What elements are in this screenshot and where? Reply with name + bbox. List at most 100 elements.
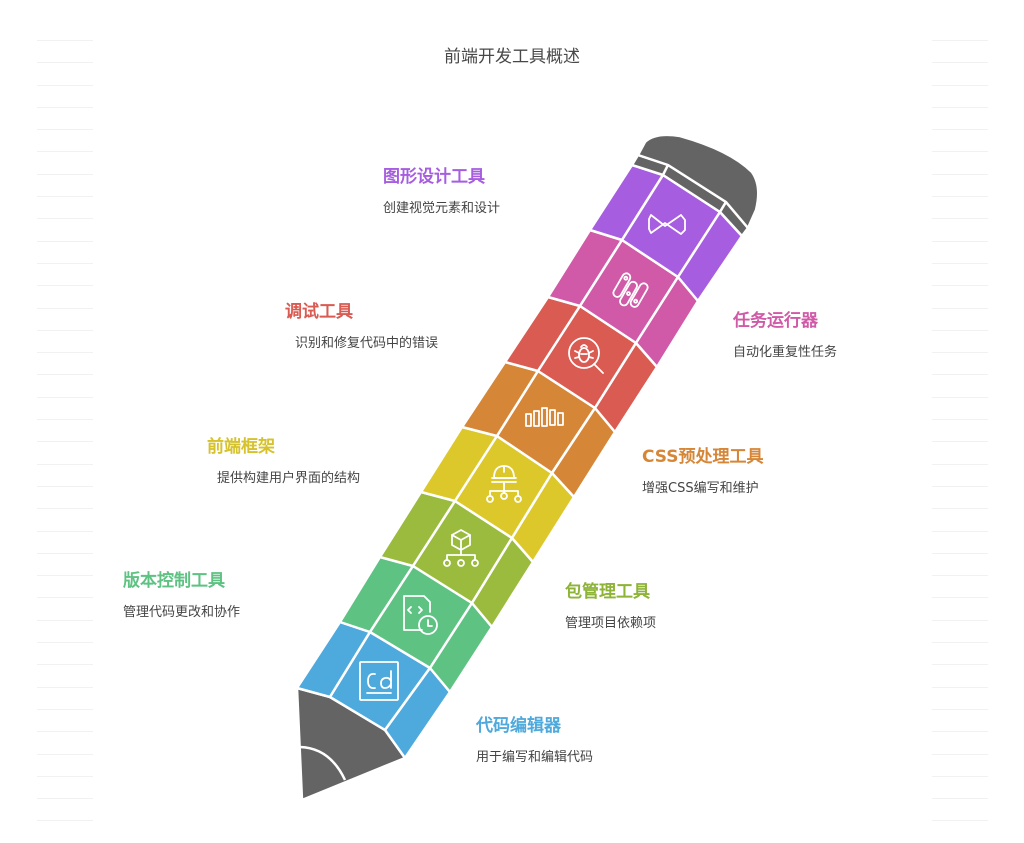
- gutter-line: [932, 419, 988, 421]
- gutter-line: [37, 374, 93, 376]
- segment-code-editor[interactable]: [295, 620, 452, 760]
- label-desc: 识别和修复代码中的错误: [295, 336, 439, 351]
- gutter-line: [932, 262, 988, 264]
- gutter-line: [932, 552, 988, 554]
- gutter-line: [37, 552, 93, 554]
- gutter-line: [932, 151, 988, 153]
- gutter-line: [932, 374, 988, 376]
- gutter-line: [932, 485, 988, 487]
- cd-editor-icon: [359, 661, 399, 701]
- label-desc: 用于编写和编辑代码: [476, 750, 594, 765]
- gutter-line: [37, 530, 93, 532]
- gutter-line: [37, 62, 93, 64]
- gutter-line: [37, 753, 93, 755]
- gutter-line: [932, 196, 988, 198]
- gutter-line: [932, 619, 988, 621]
- gutter-line: [932, 820, 988, 822]
- cube-hierarchy-icon: [443, 529, 479, 567]
- code-file-clock-icon: [403, 595, 438, 635]
- label-title: CSS预处理工具: [642, 447, 764, 467]
- gutter-line: [37, 151, 93, 153]
- label-code-editor: 代码编辑器 用于编写和编辑代码: [476, 715, 593, 767]
- gutter-line: [37, 106, 93, 108]
- label-task-runner: 任务运行器 自动化重复性任务: [733, 310, 837, 362]
- gutter-line: [37, 84, 93, 86]
- gutter-line: [37, 419, 93, 421]
- gutter-line: [37, 597, 93, 599]
- helmet-hierarchy-icon: [486, 465, 522, 503]
- gutter-line: [932, 686, 988, 688]
- gutter-line: [932, 597, 988, 599]
- infinity-icon: [648, 214, 686, 235]
- gutter-line: [932, 731, 988, 733]
- bug-search-icon: [568, 337, 604, 374]
- gutter-line: [37, 731, 93, 733]
- label-title: 图形设计工具: [383, 167, 485, 187]
- gutter-line: [37, 508, 93, 510]
- label-title: 包管理工具: [565, 582, 650, 602]
- label-title: 任务运行器: [733, 311, 818, 331]
- gutter-line: [932, 753, 988, 755]
- bars-icon: [525, 407, 564, 427]
- gutter-line: [932, 62, 988, 64]
- label-package-manager: 包管理工具 管理项目依赖项: [565, 581, 656, 633]
- label-css-preprocessor: CSS预处理工具 增强CSS编写和维护: [642, 446, 764, 498]
- label-title: 前端框架: [207, 437, 275, 457]
- gutter-line: [932, 307, 988, 309]
- gutter-line: [932, 129, 988, 131]
- gutter-line: [932, 441, 988, 443]
- gutter-line: [37, 664, 93, 666]
- gutter-line: [37, 262, 93, 264]
- gutter-line: [932, 530, 988, 532]
- gutter-line: [37, 708, 93, 710]
- gutter-line: [37, 798, 93, 800]
- label-title: 代码编辑器: [476, 716, 561, 736]
- gutter-line: [932, 708, 988, 710]
- gutter-line: [932, 575, 988, 577]
- segment-debugging[interactable]: [503, 295, 659, 434]
- label-graphic-design: 图形设计工具 创建视觉元素和设计: [383, 166, 500, 218]
- gutter-line: [37, 240, 93, 242]
- gutter-line: [37, 285, 93, 287]
- gutter-line: [932, 218, 988, 220]
- gutter-line: [37, 352, 93, 354]
- gutter-line: [37, 485, 93, 487]
- label-desc: 管理代码更改和协作: [123, 605, 241, 620]
- label-debugging: 调试工具 识别和修复代码中的错误: [285, 301, 438, 353]
- segment-css-preprocessor[interactable]: [460, 360, 617, 499]
- segment-package-manager[interactable]: [378, 490, 535, 629]
- segment-version-control[interactable]: [338, 555, 494, 694]
- label-title: 版本控制工具: [123, 571, 225, 591]
- label-title: 调试工具: [285, 302, 353, 322]
- label-version-control: 版本控制工具 管理代码更改和协作: [123, 570, 240, 622]
- gutter-line: [37, 619, 93, 621]
- gutter-line: [932, 106, 988, 108]
- label-frontend-framework: 前端框架 提供构建用户界面的结构: [207, 436, 360, 488]
- gutter-line: [932, 329, 988, 331]
- gutter-line: [37, 775, 93, 777]
- gutter-line: [932, 775, 988, 777]
- gutter-line: [932, 396, 988, 398]
- gutter-line: [37, 307, 93, 309]
- diagram-title: 前端开发工具概述: [444, 47, 580, 67]
- gutter-line: [37, 329, 93, 331]
- switches-icon: [612, 272, 649, 308]
- gutter-line: [37, 129, 93, 131]
- gutter-line: [932, 463, 988, 465]
- gutter-line: [932, 642, 988, 644]
- gutter-line: [932, 798, 988, 800]
- left-gutter-lines: [37, 40, 93, 843]
- label-desc: 自动化重复性任务: [733, 345, 838, 360]
- gutter-line: [932, 240, 988, 242]
- gutter-line: [37, 196, 93, 198]
- gutter-line: [37, 642, 93, 644]
- segment-task-runner[interactable]: [546, 228, 700, 369]
- label-desc: 管理项目依赖项: [565, 616, 657, 631]
- gutter-line: [932, 352, 988, 354]
- gutter-line: [37, 396, 93, 398]
- gutter-line: [37, 40, 93, 41]
- label-desc: 创建视觉元素和设计: [383, 201, 501, 216]
- label-desc: 提供构建用户界面的结构: [217, 471, 361, 486]
- gutter-line: [932, 285, 988, 287]
- gutter-line: [37, 463, 93, 465]
